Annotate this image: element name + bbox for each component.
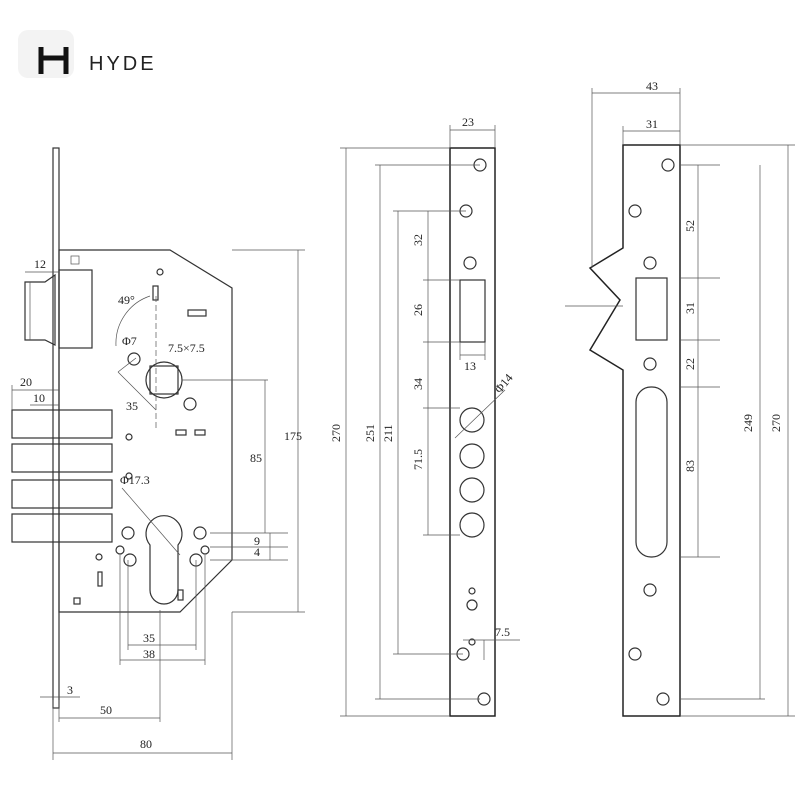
dim-175: 175 [284,429,302,443]
dim-270-strike: 270 [769,414,783,432]
dim-211: 211 [381,424,395,442]
logo-h-icon [38,47,69,74]
dim-35-diagonal: 35 [126,399,138,413]
dim-23: 23 [462,115,474,129]
cylinder-cutout [145,515,183,605]
dim-80: 80 [140,737,152,751]
dim-22: 22 [683,358,697,370]
dim-phi17: Φ17.3 [120,473,150,487]
lock-case [58,249,233,613]
deadbolts [11,409,113,543]
brand-logo: HYDE [18,30,157,78]
strike-plate [588,144,681,717]
dim-71-5: 71.5 [411,449,425,470]
latch-opening [459,279,486,343]
spindle-square [149,365,179,395]
latch-bolt [58,269,93,349]
dim-9: 9 [254,534,260,548]
dim-10: 10 [33,391,45,405]
dim-4: 4 [254,545,260,559]
dim-38: 38 [143,647,155,661]
dim-square: 7.5×7.5 [168,341,205,355]
brand-name: HYDE [89,53,157,75]
dim-12: 12 [34,257,46,271]
dim-7-5: 7.5 [495,625,510,639]
dim-26: 26 [411,304,425,316]
dim-31: 31 [683,302,697,314]
dim-32: 32 [411,234,425,246]
latch-tip [24,273,56,346]
forend-plate [52,147,60,709]
lock-body-view: 12 20 10 49° Φ7 7.5×7.5 35 Φ17.3 85 175 … [11,147,305,760]
dim-249: 249 [741,414,755,432]
dim-270: 270 [329,424,343,442]
dim-31-top: 31 [646,117,658,131]
dim-83: 83 [683,460,697,472]
faceplate-view: 23 270 251 211 32 26 13 34 Φ14 71.5 7.5 [329,115,520,717]
dim-43: 43 [646,79,658,93]
dim-251: 251 [363,424,377,442]
strike-bolt-slot [635,386,668,558]
dim-35: 35 [143,631,155,645]
angle-49: 49° [118,293,135,307]
dim-85: 85 [250,451,262,465]
dim-34: 34 [411,378,425,390]
dim-3: 3 [67,683,73,697]
dim-phi7: Φ7 [122,334,137,348]
dim-52: 52 [683,220,697,232]
dim-50: 50 [100,703,112,717]
dim-20: 20 [20,375,32,389]
strike-latch-opening [635,277,668,341]
dim-13: 13 [464,359,476,373]
strike-plate-view: 43 31 52 31 22 83 249 270 [565,79,795,717]
